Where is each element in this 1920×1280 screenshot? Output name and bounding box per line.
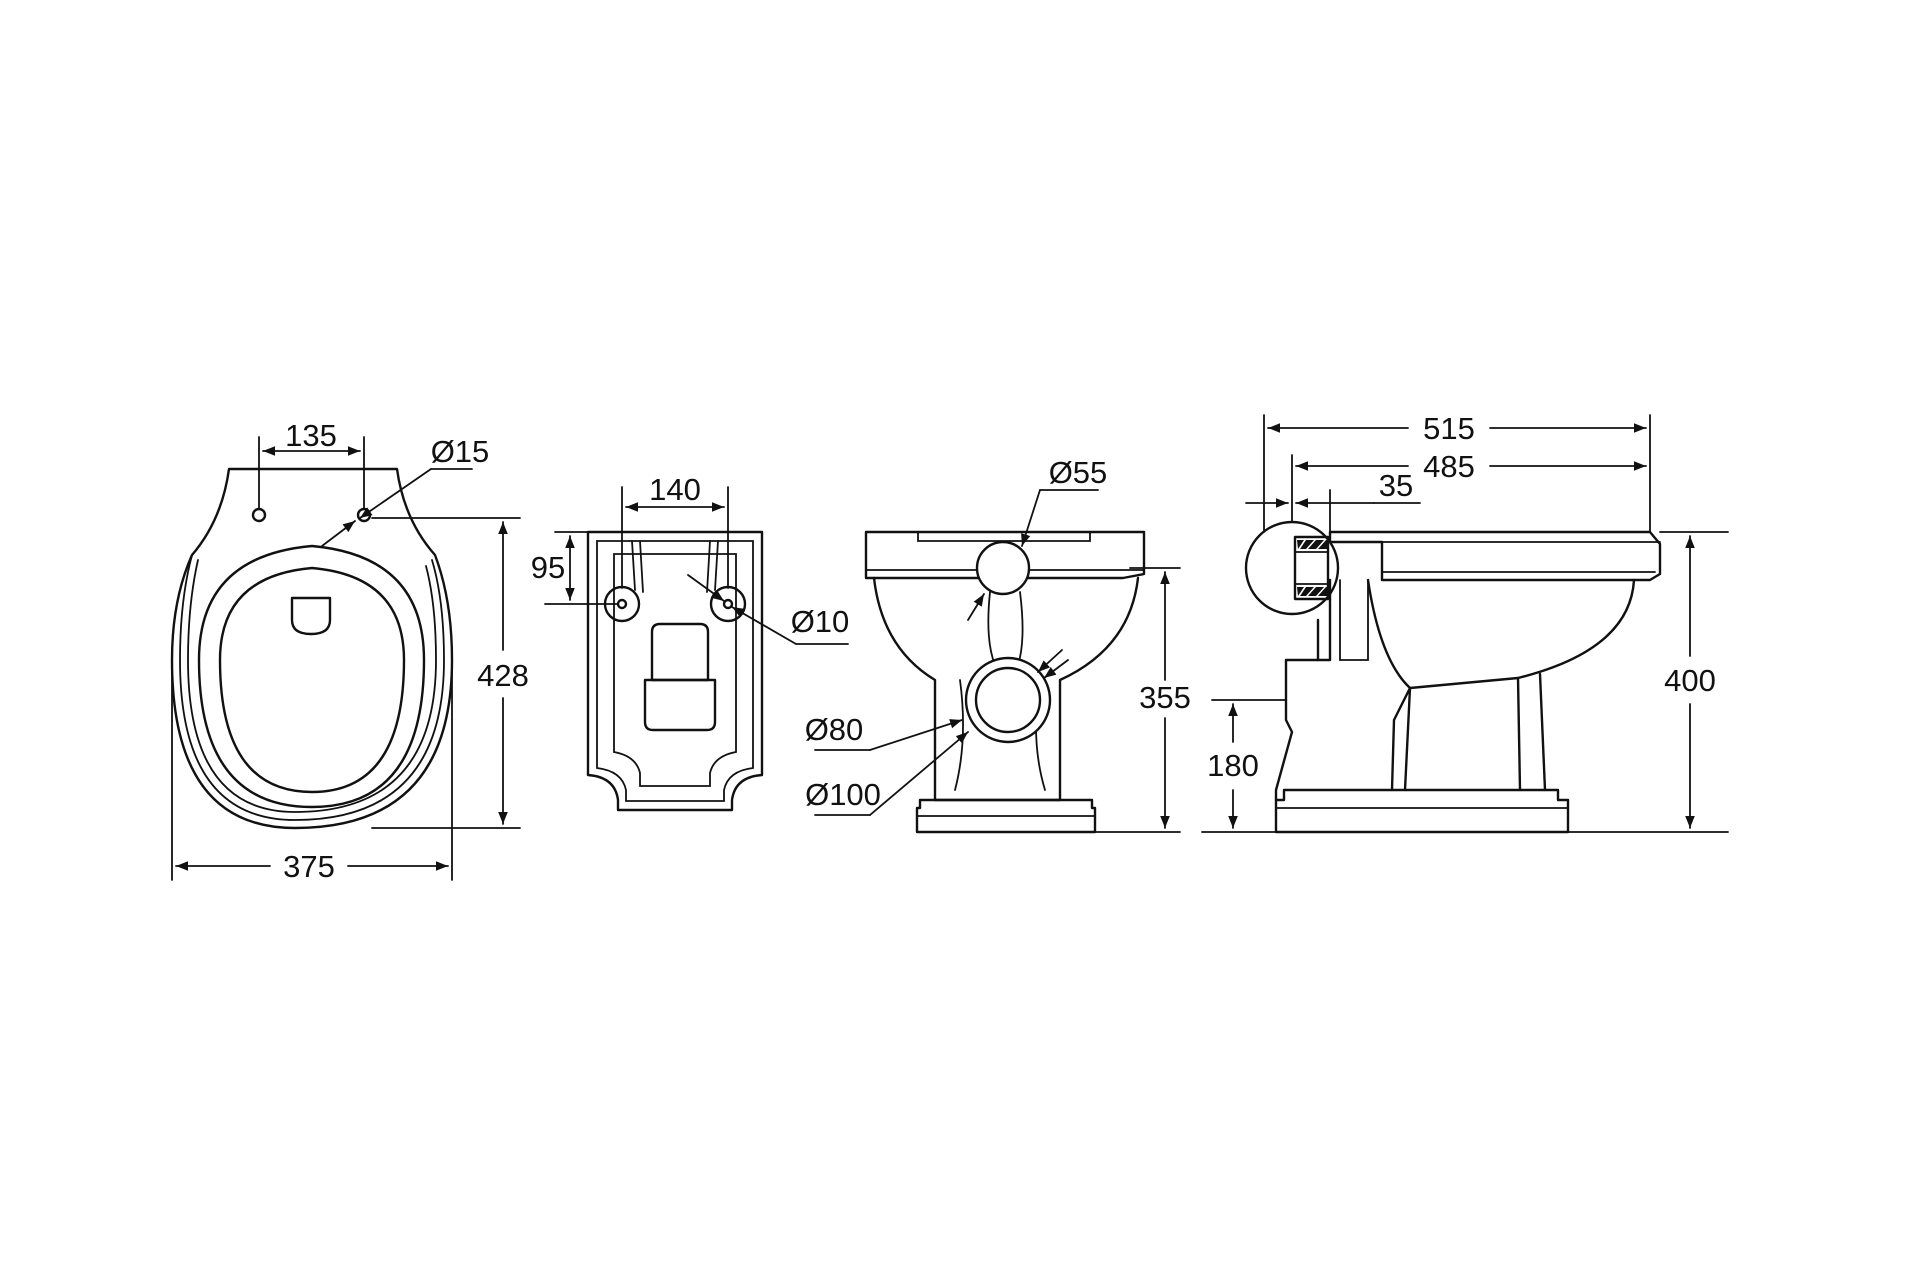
side-view-back	[1274, 578, 1332, 802]
dim-hole-spacing: 135	[285, 418, 337, 453]
dim-body-length: 485	[1423, 449, 1475, 484]
bottom-view-outline	[586, 530, 764, 812]
dim-inlet-diameter: Ø55	[1049, 455, 1108, 490]
dim-bottom-offset: 95	[531, 550, 565, 585]
side-view-seat	[1328, 530, 1662, 582]
dim-bottom-hole: Ø10	[791, 604, 850, 639]
dim-outlet-inner: Ø80	[805, 712, 864, 747]
side-view-base	[1274, 788, 1570, 834]
toilet-seat	[197, 544, 426, 809]
rear-outlet-inner	[974, 666, 1042, 734]
dim-width: 375	[283, 849, 335, 884]
bottom-fixing-hole-left	[616, 598, 628, 610]
fixing-hole-left	[251, 507, 267, 523]
rear-view: Ø55 Ø80 Ø100 355	[805, 455, 1191, 834]
rear-inlet	[975, 540, 1031, 596]
top-view: 135 Ø15 375 428	[170, 418, 529, 884]
dim-overall-length: 515	[1423, 411, 1475, 446]
dim-hole-diameter: Ø15	[431, 434, 490, 469]
dim-outlet-height: 180	[1207, 748, 1259, 783]
side-view-bowl	[1366, 578, 1636, 690]
dim-inlet-height: 355	[1139, 680, 1191, 715]
dim-bottom-width: 140	[649, 472, 701, 507]
bottom-view: 140 95 Ø10	[531, 472, 850, 812]
top-view-rim	[170, 467, 454, 830]
side-view: 515 485 35 400 180	[1201, 411, 1729, 834]
seat-hinge-tab	[290, 596, 332, 636]
dim-inlet-offset: 35	[1379, 468, 1413, 503]
outlet-trap	[650, 622, 710, 682]
dim-height: 400	[1664, 663, 1716, 698]
bottom-fixing-hole-right	[722, 598, 734, 610]
dim-depth: 428	[477, 658, 529, 693]
dim-outlet-outer: Ø100	[805, 777, 881, 812]
rear-outlet-outer	[964, 656, 1052, 744]
